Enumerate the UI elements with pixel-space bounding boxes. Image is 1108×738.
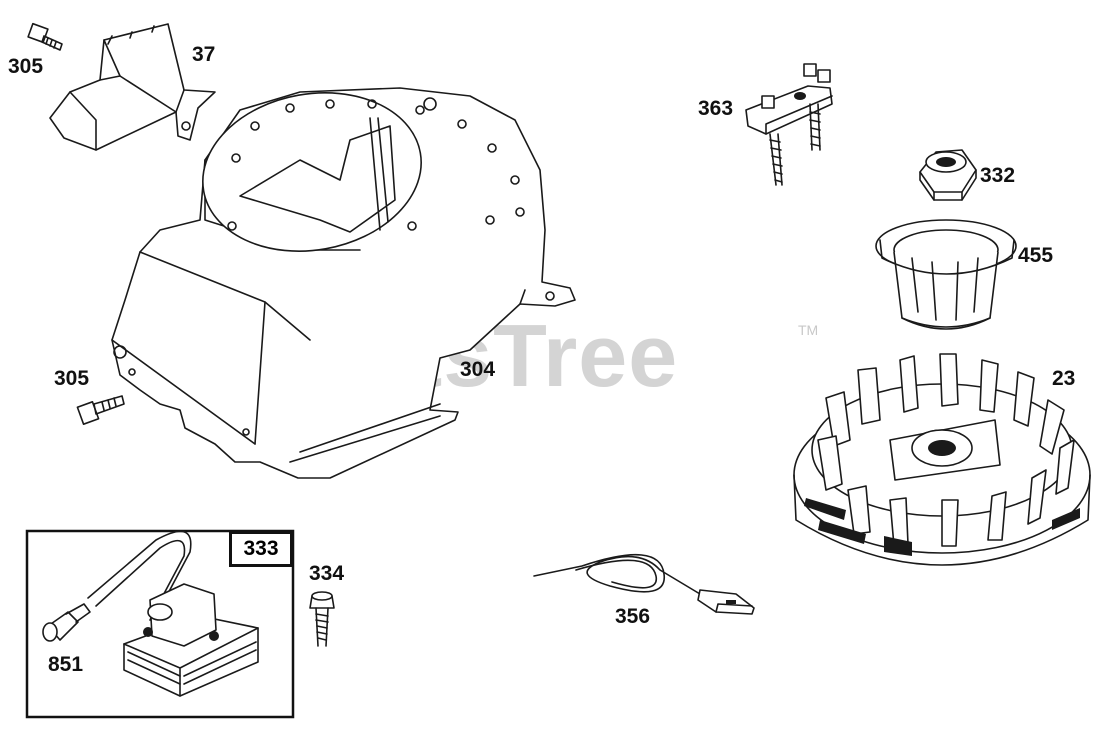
- part-363-bracket[interactable]: [745, 63, 833, 186]
- part-851-spark-boot[interactable]: [42, 603, 91, 642]
- callout-305-top: 305: [8, 55, 44, 78]
- part-23-flywheel[interactable]: [793, 353, 1091, 566]
- part-455-cup[interactable]: [875, 219, 1017, 330]
- callout-334: 334: [309, 562, 345, 585]
- part-332-nut[interactable]: [919, 149, 977, 201]
- part-333-armature[interactable]: [87, 530, 259, 697]
- part-304-blower-housing[interactable]: [111, 76, 576, 479]
- part-334-screw[interactable]: [309, 591, 335, 647]
- callout-333-box: 333: [229, 531, 293, 567]
- callout-304: 304: [460, 358, 496, 381]
- callout-332: 332: [980, 164, 1016, 187]
- part-356-ground-wire[interactable]: [533, 553, 755, 615]
- callout-23: 23: [1052, 367, 1076, 390]
- callout-37: 37: [192, 43, 216, 66]
- callout-363: 363: [698, 97, 734, 120]
- callout-356: 356: [615, 605, 651, 628]
- part-305-screw-top[interactable]: [27, 22, 63, 51]
- part-305-screw-left[interactable]: [76, 395, 125, 425]
- callout-851: 851: [48, 653, 84, 676]
- callout-305-left: 305: [54, 367, 90, 390]
- watermark-trademark: TM: [798, 322, 819, 338]
- armature-group-box: [25, 529, 295, 719]
- callout-455: 455: [1018, 244, 1054, 267]
- part-37-baffle[interactable]: [49, 23, 216, 151]
